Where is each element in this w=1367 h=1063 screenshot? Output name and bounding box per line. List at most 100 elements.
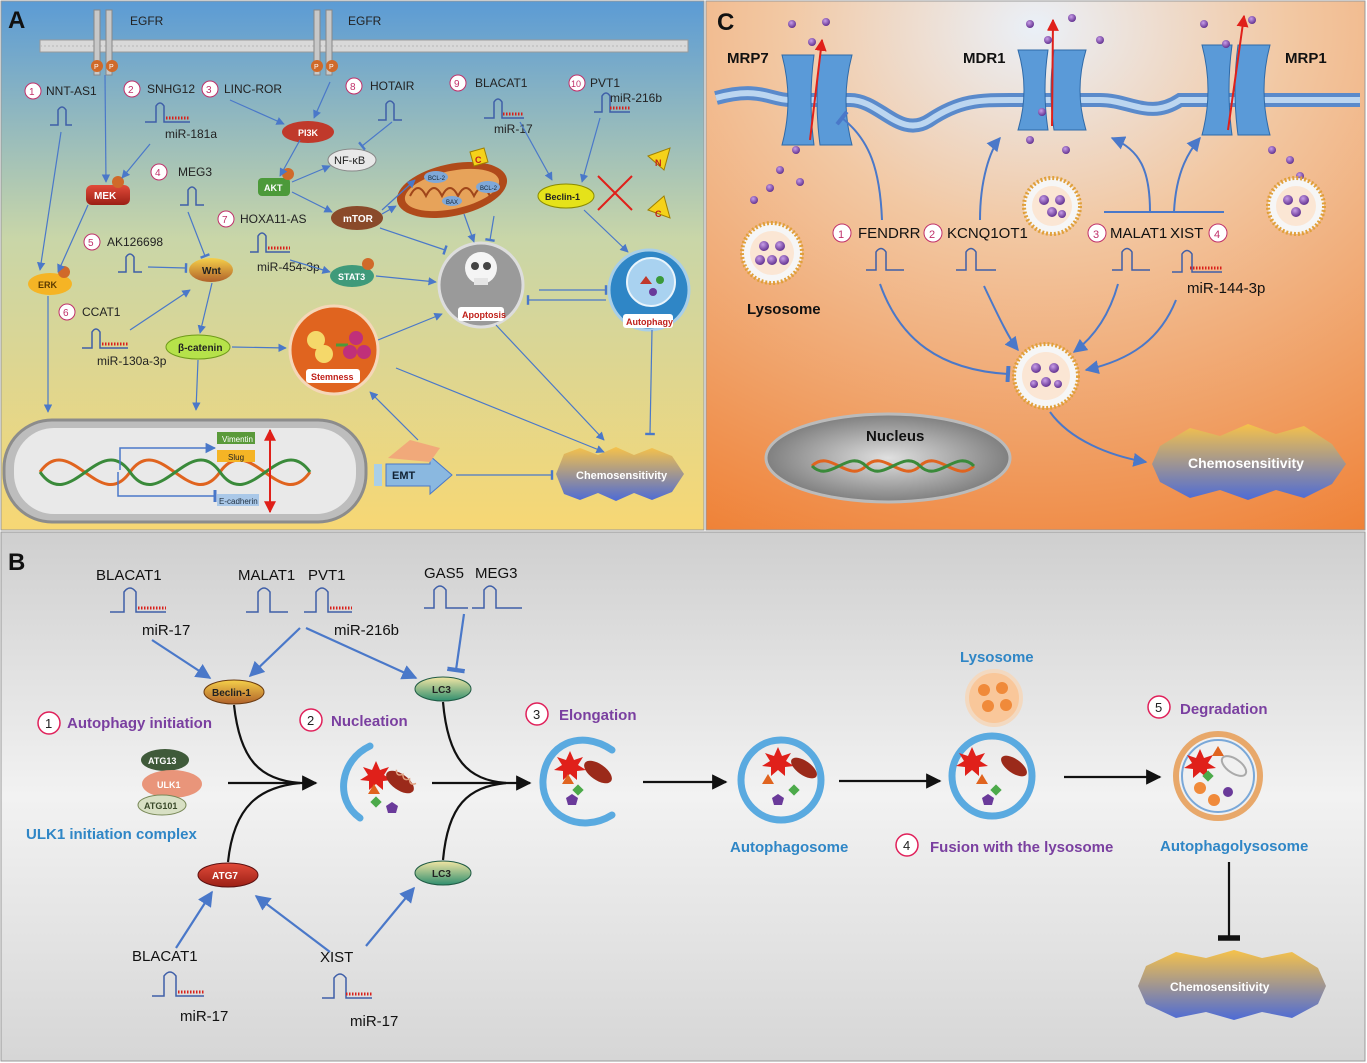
beclin1-oval: Beclin-1 (203, 679, 265, 705)
lncrna-label: HOXA11-AS (240, 212, 306, 226)
hairpin-icon (866, 247, 904, 271)
stat3-node: STAT3 (330, 258, 374, 287)
svg-text:8: 8 (350, 82, 356, 93)
phospho-icon (106, 60, 118, 72)
lncrna-label: CCAT1 (82, 305, 121, 319)
svg-text:E-cadherin: E-cadherin (219, 497, 258, 506)
autophagy-node: Autophagy (607, 248, 691, 332)
mir216b-label: miR-216b (334, 622, 399, 639)
svg-text:3: 3 (1093, 229, 1099, 241)
beclin1-node: Beclin-1 (537, 183, 595, 209)
mrp1-transporter: MRP1 (1201, 14, 1327, 136)
lncrna-c-3: 3 MALAT1 (1087, 223, 1167, 271)
lncrna-label: NNT-AS1 (46, 84, 97, 98)
hairpin-icon (1172, 249, 1222, 273)
mir17-bottom-right-label: miR-17 (350, 1013, 398, 1030)
svg-text:mTOR: mTOR (343, 214, 374, 225)
hairpin-icon (82, 328, 128, 349)
mitochondria-node: BCL-2 BCL-2 BAX C (396, 147, 508, 218)
lncrna-label: XIST (1170, 225, 1203, 242)
svg-text:Stemness: Stemness (311, 372, 354, 382)
autophagolysosome: Autophagolysosome (1160, 731, 1308, 855)
mtor-node: mTOR (331, 206, 383, 230)
mek-node: MEK (86, 176, 130, 205)
svg-text:ATG13: ATG13 (148, 756, 176, 766)
svg-text:9: 9 (454, 79, 460, 90)
lncrna-label: MEG3 (178, 165, 212, 179)
svg-text:5: 5 (88, 238, 94, 249)
phospho-label: P (94, 64, 99, 71)
lysosome-vesicle-left: Lysosome (740, 221, 821, 318)
svg-text:Vimentin: Vimentin (222, 435, 253, 444)
block-cross-icon (597, 175, 633, 211)
mirna-label: miR-144-3p (1187, 280, 1265, 297)
hairpin-icon (180, 186, 204, 206)
svg-text:4: 4 (903, 838, 910, 853)
egfr-receptor-right: P P EGFR (311, 9, 382, 76)
hairpin-icon (110, 587, 166, 613)
apoptosis-node: Apoptosis (437, 241, 525, 329)
step-4: 4 Fusion with the lysosome (895, 833, 1113, 857)
hairpin-icon (378, 100, 402, 121)
panel-a-letter: A (8, 7, 25, 34)
panel-c-letter: C (717, 9, 734, 36)
transporter-label: MDR1 (963, 50, 1006, 67)
transporter-label: MRP1 (1285, 50, 1327, 67)
mirna-label: miR-17 (494, 122, 533, 136)
autophagosome-label: Autophagosome (730, 839, 848, 856)
hairpin-icon (322, 973, 372, 999)
phospho-label: P (314, 64, 319, 71)
hairpin-icon (118, 253, 142, 273)
hairpin-icon (50, 106, 72, 126)
svg-text:β-catenin: β-catenin (178, 343, 222, 354)
lysosome-b: Lysosome (948, 649, 1036, 820)
step-2: 2 Nucleation (299, 708, 408, 732)
transporter-label: MRP7 (727, 50, 769, 67)
lc3-top-oval: LC3 (414, 676, 472, 702)
chemosensitivity-b: Chemosensitivity (1138, 950, 1326, 1020)
mir17-bottom-left-label: miR-17 (180, 1008, 228, 1025)
wnt-node: Wnt (189, 258, 233, 282)
lncrna-8: 8 HOTAIR (345, 77, 415, 121)
xist-label: XIST (320, 949, 353, 966)
phospho-icon (326, 60, 338, 72)
phagophore-nucleation (340, 742, 417, 822)
hairpin-icon (956, 247, 996, 271)
phospho-label: P (329, 64, 334, 71)
lc3-bottom-oval: LC3 (414, 860, 472, 886)
phospho-icon (311, 60, 323, 72)
step-5: 5 Degradation (1147, 695, 1268, 719)
panel-c: C MRP7 MDR1 MRP1 (705, 0, 1366, 531)
lysosome-label: Lysosome (960, 649, 1034, 666)
svg-text:BCL-2: BCL-2 (428, 176, 446, 182)
lncrna-c-2: 2 KCNQ1OT1 (923, 223, 1028, 271)
nfkb-node: NF-κB (327, 148, 377, 172)
svg-text:BAX: BAX (446, 200, 458, 206)
step-3: 3 Elongation (525, 702, 637, 726)
svg-text:2: 2 (128, 85, 134, 96)
svg-text:Nucleation: Nucleation (331, 713, 408, 730)
svg-text:1: 1 (838, 229, 844, 241)
erk-node: ERK (28, 266, 72, 295)
ulk1-complex-label: ULK1 initiation complex (26, 826, 198, 843)
hairpin-icon (594, 92, 630, 113)
svg-text:BCL-2: BCL-2 (480, 186, 498, 192)
hairpin-icon (145, 102, 190, 123)
panel-c-arrows (835, 110, 1224, 467)
lncrna-label: KCNQ1OT1 (947, 225, 1028, 242)
atg7-oval: ATG7 (197, 862, 259, 888)
lncrna-5: 5 AK126698 (83, 233, 163, 273)
lncrna-label: SNHG12 (147, 82, 195, 96)
mirna-label: miR-181a (165, 127, 217, 141)
lncrna-label: MALAT1 (1110, 225, 1167, 242)
nucleus-a: Vimentin Slug E-cadherin (2, 418, 368, 522)
pi3k-node: PI3K (282, 121, 334, 143)
egfr-receptor-left: P P EGFR (91, 9, 164, 76)
cell-membrane (39, 39, 689, 53)
lncrna-9: 9 BLACAT1 miR-17 (449, 74, 533, 136)
svg-text:7: 7 (222, 215, 228, 226)
hairpin-icon (304, 587, 352, 613)
svg-text:6: 6 (63, 308, 69, 319)
svg-text:Elongation: Elongation (559, 707, 637, 724)
